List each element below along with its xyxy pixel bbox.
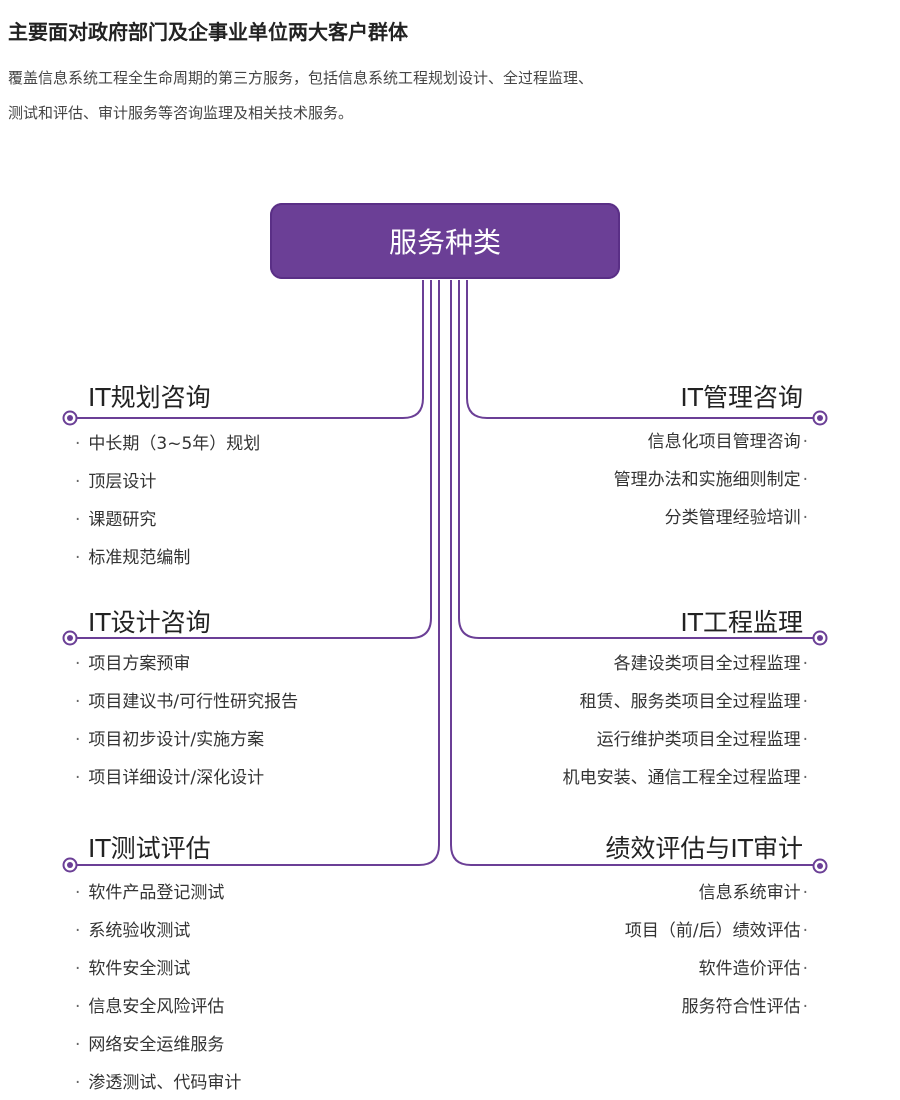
connector-performance-audit [450, 280, 814, 866]
list-item: 各建设类项目全过程监理· [613, 654, 808, 674]
category-title-performance-audit: 绩效评估与IT审计 [605, 834, 803, 863]
list-item: 服务符合性评估· [681, 997, 808, 1017]
connector-it-supervision [458, 280, 814, 639]
category-title-it-planning: IT规划咨询 [88, 383, 211, 412]
connector-it-testing [76, 280, 440, 866]
connector-it-management [466, 280, 814, 419]
list-item: ·标准规范编制 [75, 548, 191, 568]
category-title-it-design: IT设计咨询 [88, 608, 211, 637]
list-item: ·项目详细设计/深化设计 [75, 768, 265, 788]
category-title-it-management: IT管理咨询 [680, 383, 803, 412]
list-item: 机电安装、通信工程全过程监理· [562, 768, 808, 788]
list-item: ·系统验收测试 [75, 921, 191, 941]
list-item: ·顶层设计 [75, 472, 157, 492]
category-title-it-testing: IT测试评估 [88, 834, 211, 863]
page-heading: 主要面对政府部门及企事业单位两大客户群体 [8, 20, 408, 44]
connector-it-design [76, 280, 432, 639]
list-item: 信息系统审计· [698, 883, 808, 903]
connector-it-planning [76, 280, 424, 419]
category-title-it-supervision: IT工程监理 [680, 608, 803, 637]
list-item: 租赁、服务类项目全过程监理· [579, 692, 808, 712]
list-item: ·渗透测试、代码审计 [75, 1073, 242, 1093]
list-item: 项目（前/后）绩效评估· [624, 921, 808, 941]
list-item: ·软件产品登记测试 [75, 883, 225, 903]
description-line-1: 覆盖信息系统工程全生命周期的第三方服务，包括信息系统工程规划设计、全过程监理、 [8, 69, 594, 87]
list-item: ·网络安全运维服务 [75, 1035, 225, 1055]
description-line-2: 测试和评估、审计服务等咨询监理及相关技术服务。 [8, 104, 354, 122]
list-item: 分类管理经验培训· [664, 508, 808, 528]
list-item: 管理办法和实施细则制定· [613, 470, 808, 490]
list-item: ·中长期（3~5年）规划 [75, 434, 261, 454]
center-node: 服务种类 [270, 203, 620, 279]
list-item: ·项目初步设计/实施方案 [75, 730, 265, 750]
list-item: ·信息安全风险评估 [75, 997, 225, 1017]
list-item: 软件造价评估· [698, 959, 808, 979]
center-node-label: 服务种类 [388, 226, 501, 259]
list-item: ·软件安全测试 [75, 959, 191, 979]
list-item: 信息化项目管理咨询· [647, 432, 808, 452]
list-item: ·课题研究 [75, 510, 157, 530]
list-item: ·项目方案预审 [75, 654, 191, 674]
list-item: ·项目建议书/可行性研究报告 [75, 692, 299, 712]
list-item: 运行维护类项目全过程监理· [596, 730, 808, 750]
